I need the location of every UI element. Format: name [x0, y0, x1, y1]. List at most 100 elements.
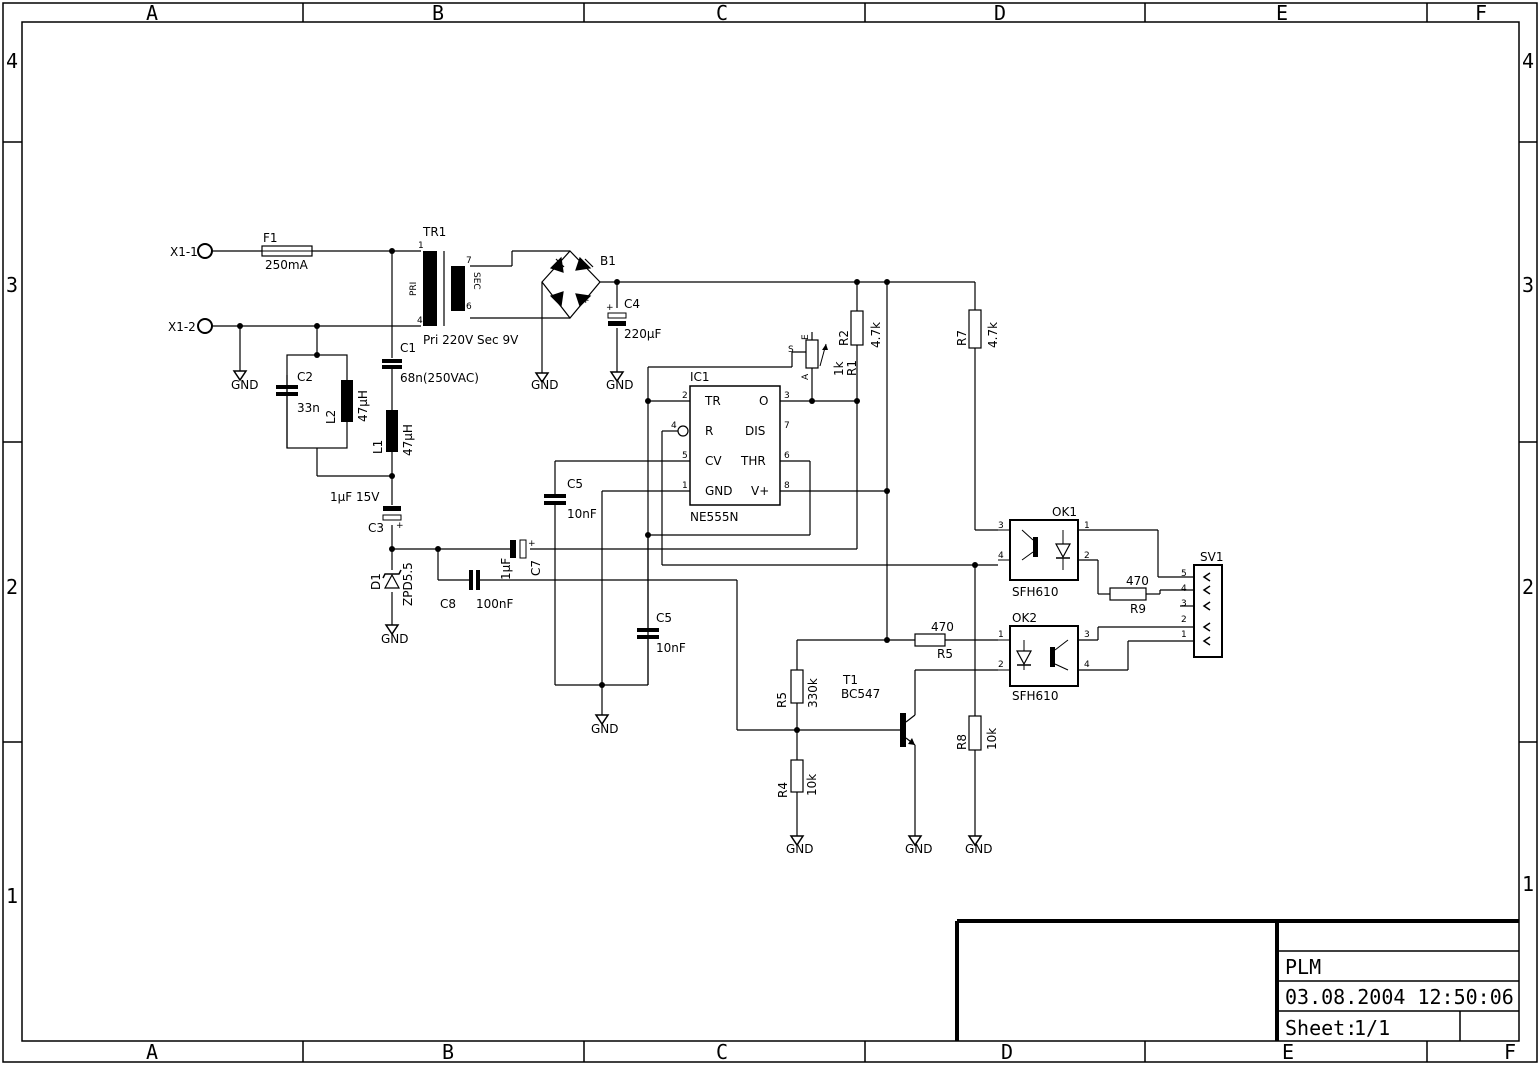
c5b-value: 10nF: [656, 641, 686, 655]
row-label-right-1: 1: [1522, 872, 1534, 896]
row-label-right-3: 3: [1522, 273, 1534, 297]
col-label-bottom-a: A: [146, 1040, 158, 1064]
col-label-top-b: B: [432, 1, 444, 25]
ok1-ref: OK1: [1052, 505, 1077, 519]
col-label-bottom-c: C: [716, 1040, 728, 1064]
c1-value: 68n(250VAC): [400, 371, 479, 385]
t1-value: BC547: [841, 687, 880, 701]
ground-symbols: GND GND GND GND GND GND GND GND: [231, 370, 993, 856]
ic1-pin-r: R: [705, 424, 713, 438]
c4-ref: C4: [624, 297, 640, 311]
connector-sv1: SV1 5 4 3 2 1: [1181, 550, 1223, 658]
col-label-bottom-e: E: [1282, 1040, 1294, 1064]
date-text: 03.08.2004 12:50:06: [1285, 985, 1514, 1009]
optocoupler-ok1: OK1 SFH610 3 4 1 2: [998, 505, 1090, 599]
ic1-num-1: 1: [682, 481, 688, 491]
r2-value: 4.7k: [869, 322, 883, 348]
resistor-r4: R4 10k: [776, 759, 819, 798]
resistor-r5-470: 470 R5: [914, 620, 954, 661]
r1-pin-a: A: [801, 373, 811, 380]
c7-ref: C7: [529, 560, 543, 576]
r2-ref: R2: [837, 330, 851, 346]
capacitor-c2: C2 33n: [276, 370, 320, 415]
gnd-1: GND: [231, 370, 259, 392]
potentiometer-r1: S E A 1k R1: [788, 334, 859, 380]
bridge-rectifier-b1: B1 +: [541, 250, 616, 319]
ok2-pin-3: 3: [1084, 630, 1090, 640]
d1-value: ZPD5.5: [401, 562, 415, 606]
resistor-r8: R8 10k: [955, 715, 999, 751]
gnd-5: GND: [591, 714, 619, 736]
ok1-pin-2: 2: [1084, 551, 1090, 561]
zener-diode-d1: D1 ZPD5.5: [369, 562, 415, 606]
capacitor-c3: + 1µF 15V C3: [330, 490, 404, 535]
gnd-4-label: GND: [381, 632, 409, 646]
ic1-num-2: 2: [682, 391, 688, 401]
sv1-pin-5: 5: [1181, 569, 1187, 579]
ok2-pin-2: 2: [998, 660, 1004, 670]
c4-value: 220µF: [624, 327, 662, 341]
ic1-pin-tr: TR: [704, 394, 721, 408]
c5b-ref: C5: [656, 611, 672, 625]
c8-ref: C8: [440, 597, 456, 611]
tr1-pin-6: 6: [466, 302, 472, 312]
r8-value: 10k: [985, 728, 999, 750]
d1-ref: D1: [369, 573, 383, 590]
b1-plus: +: [582, 296, 590, 306]
capacitor-c1: C1 68n(250VAC): [382, 341, 479, 385]
resistor-r2: R2 4.7k: [837, 310, 883, 348]
ok1-pin-3: 3: [998, 521, 1004, 531]
ic1-value: NE555N: [690, 510, 738, 524]
row-label-left-1: 1: [6, 884, 18, 908]
c2-ref: C2: [297, 370, 313, 384]
title-text: PLM: [1285, 955, 1321, 979]
col-label-bottom-f: F: [1504, 1040, 1516, 1064]
ic1-pin-cv: CV: [705, 454, 722, 468]
capacitor-c4: + C4 220µF: [606, 297, 662, 341]
r1-ref: R1: [845, 360, 859, 376]
ok2-ref: OK2: [1012, 611, 1037, 625]
gnd-7-label: GND: [905, 842, 933, 856]
sv1-pin-1: 1: [1181, 630, 1187, 640]
ic1-num-3: 3: [784, 391, 790, 401]
tr1-pin-7: 7: [466, 256, 472, 266]
capacitor-c8: C8 100nF: [440, 570, 514, 611]
gnd-6: GND: [786, 835, 814, 856]
gnd-6-label: GND: [786, 842, 814, 856]
terminal-x1-2: X1-2: [168, 318, 213, 334]
col-label-bottom-b: B: [442, 1040, 454, 1064]
c3-value: 1µF 15V: [330, 490, 380, 504]
col-label-bottom-d: D: [1001, 1040, 1013, 1064]
junction-dots: [237, 248, 978, 733]
transistor-t1: T1 BC547: [841, 673, 916, 747]
c3-plus: +: [396, 521, 404, 531]
c5a-ref: C5: [567, 477, 583, 491]
capacitor-c5-upper: C5 10nF: [544, 477, 597, 521]
ok2-value: SFH610: [1012, 689, 1058, 703]
c2-value: 33n: [297, 401, 320, 415]
ok2-pin-4: 4: [1084, 660, 1090, 670]
f1-value: 250mA: [265, 258, 309, 272]
t1-ref: T1: [842, 673, 858, 687]
r7-ref: R7: [955, 330, 969, 346]
r1-pin-e: E: [801, 334, 811, 340]
l1-ref: L1: [371, 440, 385, 454]
c7-plus: +: [528, 539, 536, 549]
r1-value: 1k: [832, 361, 846, 376]
row-label-left-3: 3: [6, 273, 18, 297]
r9-value: 470: [1126, 574, 1149, 588]
col-label-top-a: A: [146, 1, 158, 25]
tr1-sec: SEC: [471, 272, 481, 290]
gnd-2: GND: [531, 372, 559, 392]
r9-ref: R9: [1130, 602, 1146, 616]
transformer-tr1: TR1 PRI SEC 1 4 7 6 Pri 220V Sec 9V: [409, 225, 519, 347]
inductor-l2: L2 47µH: [324, 380, 370, 424]
c8-value: 100nF: [476, 597, 514, 611]
ic1-pin-thr: THR: [740, 454, 766, 468]
ic1-pin-o: O: [759, 394, 768, 408]
ic-ne555: IC1 NE555N TR R CV GND O DIS THR V+ 2 4 …: [671, 370, 790, 524]
ic1-num-6: 6: [784, 451, 790, 461]
fuse-f1: F1 250mA: [261, 231, 313, 272]
